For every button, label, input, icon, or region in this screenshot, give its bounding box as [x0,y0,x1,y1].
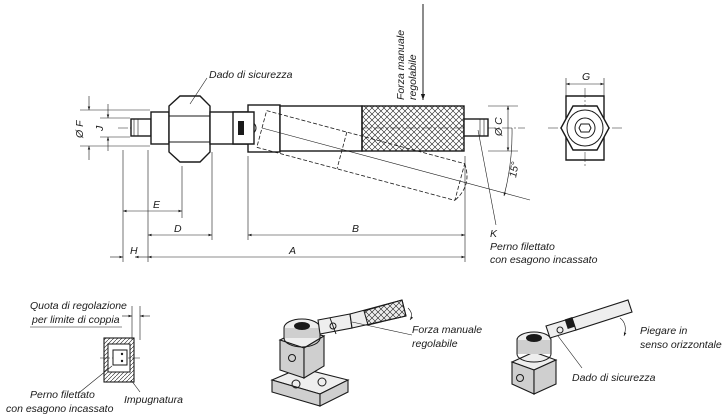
end-view: G [548,71,624,168]
dim-G-label: G [582,71,590,83]
lock-nut-shape [168,95,211,163]
lock-nut-label: Dado di sicurezza [209,69,293,81]
iso1-force-line2: regolabile [412,338,458,350]
detail-pin-line1: Perno filettato [30,389,95,401]
manual-force-label-line1: Forza manuale [395,30,407,100]
pin-label-line1: Perno filettato [490,241,555,253]
tilted-handle [256,110,468,201]
left-collar [150,111,170,145]
torque-label-line1: Quota di regolazione [30,300,127,312]
main-tube [279,105,363,152]
iso2-bend-line2: senso orizzontale [640,339,722,351]
dim-F-label: Ø F [74,120,86,139]
right-threaded-pin [463,118,489,137]
angle-arc [503,127,513,197]
dim-A-label: A [288,245,296,257]
dim-B-label: B [352,223,359,235]
isometric-view-1: Forza manuale regolabile [270,299,482,407]
dim-D-label: D [174,223,182,235]
dim-J-label: J [94,125,106,132]
knurled-grip [361,105,465,152]
pin-K-label: K [490,228,498,240]
dim-E-label: E [153,199,161,211]
dim-H-label: H [130,245,138,257]
detail-pin-line2: con esagono incassato [6,403,114,415]
grip-label: Impugnatura [124,394,183,406]
isometric-view-2: Piegare in senso orizzontale Dado di sic… [510,299,722,395]
pin-label-line2: con esagono incassato [490,254,598,266]
detail-section-view: Quota di regolazione per limite di coppi… [6,300,183,415]
iso2-lock-nut: Dado di sicurezza [572,372,656,384]
dim-C-label: Ø C [493,117,505,137]
main-side-view: 15° Forza manuale regolabile Dado di sic… [74,4,598,266]
manual-force-label-line2: regolabile [407,54,419,100]
torque-label-line2: per limite di coppia [31,314,120,326]
iso1-force-line1: Forza manuale [412,324,482,336]
iso2-bend-line1: Piegare in [640,325,687,337]
hex-outline [560,105,610,151]
angle-label: 15° [507,161,522,179]
